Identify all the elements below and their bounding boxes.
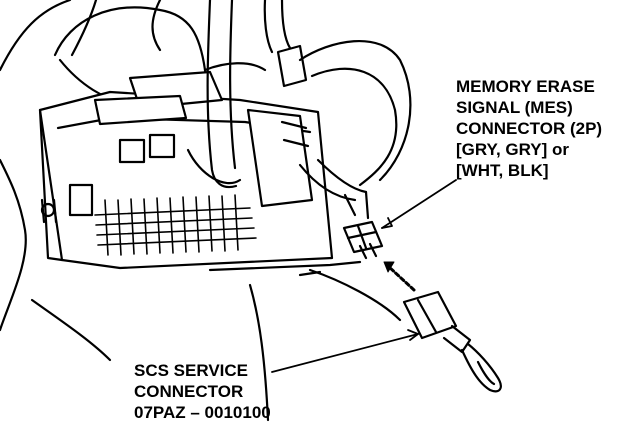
mes-label-line-4: [GRY, GRY] or — [456, 140, 570, 159]
insertion-arrow — [384, 262, 414, 290]
mes-label-line-3: CONNECTOR (2P) — [456, 119, 603, 138]
scs-connector — [404, 292, 501, 391]
mes-connector-label: MEMORY ERASE SIGNAL (MES) CONNECTOR (2P)… — [456, 76, 602, 181]
mes-connector — [344, 222, 382, 258]
fuse-grid — [95, 195, 256, 255]
mes-label-line-2: SIGNAL (MES) — [456, 98, 573, 117]
wire-harness — [188, 0, 410, 218]
scs-label-line-1: SCS SERVICE — [134, 361, 249, 380]
scs-label-line-2: CONNECTOR — [134, 382, 244, 401]
mes-label-line-5: [WHT, BLK] — [456, 161, 549, 180]
leader-lines — [272, 180, 456, 372]
dashboard-outline — [0, 0, 400, 420]
scs-label-line-3: 07PAZ – 0010100 — [134, 403, 271, 422]
mes-label-line-1: MEMORY ERASE — [456, 77, 595, 96]
scs-connector-label: SCS SERVICE CONNECTOR 07PAZ – 0010100 — [134, 360, 271, 423]
